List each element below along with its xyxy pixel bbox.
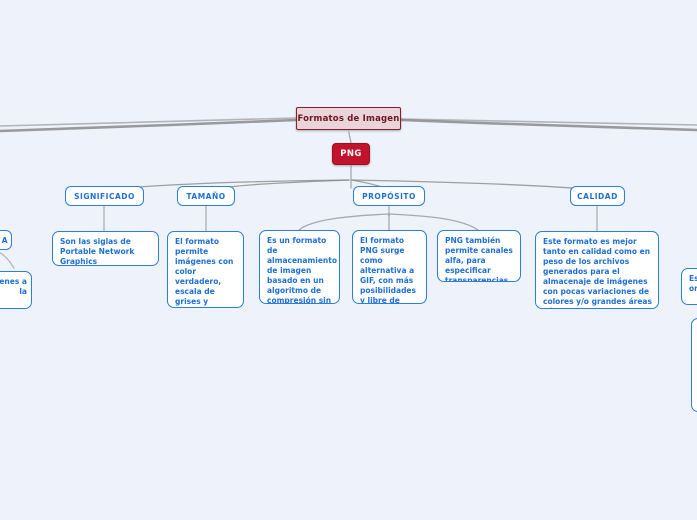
branch-label-tamano: TAMAÑO	[186, 191, 226, 201]
leaf-node-calidad[interactable]: Este formato es mejor tanto en calidad c…	[535, 231, 659, 309]
main-topic-node-png[interactable]: PNG	[332, 143, 370, 165]
root-node-label: Formatos de Imagen	[297, 113, 400, 124]
offscreen-empty-node-right[interactable]	[691, 318, 697, 412]
branch-node-proposito[interactable]: PROPÓSITO	[353, 186, 425, 206]
branch-node-tamano[interactable]: TAMAÑO	[177, 186, 235, 206]
branch-label-calidad: CALIDAD	[577, 191, 618, 201]
leaf-node-significado[interactable]: Son las siglas de Portable Network Graph…	[52, 231, 159, 266]
leaf-node-tamano[interactable]: El formato permite imágenes con color ve…	[167, 231, 244, 308]
offscreen-leaf-node-left[interactable]: ágenes a la	[0, 271, 32, 309]
leaf-node-proposito-1[interactable]: Es un formato de almacenamiento de image…	[259, 230, 340, 304]
branch-node-calidad[interactable]: CALIDAD	[570, 186, 625, 206]
branch-node-significado[interactable]: SIGNIFICADO	[65, 186, 144, 206]
offscreen-branch-node-left[interactable]: A	[0, 230, 12, 250]
leaf-node-proposito-3[interactable]: PNG también permite canales alfa, para e…	[437, 230, 521, 282]
main-topic-label: PNG	[340, 149, 362, 159]
root-node[interactable]: Formatos de Imagen	[296, 107, 401, 130]
offscreen-leaf-node-right[interactable]: Est orig	[681, 268, 697, 305]
leaf-node-proposito-2[interactable]: El formato PNG surge como alternativa a …	[352, 230, 427, 304]
branch-label-proposito: PROPÓSITO	[362, 191, 416, 201]
branch-label-significado: SIGNIFICADO	[74, 191, 135, 201]
